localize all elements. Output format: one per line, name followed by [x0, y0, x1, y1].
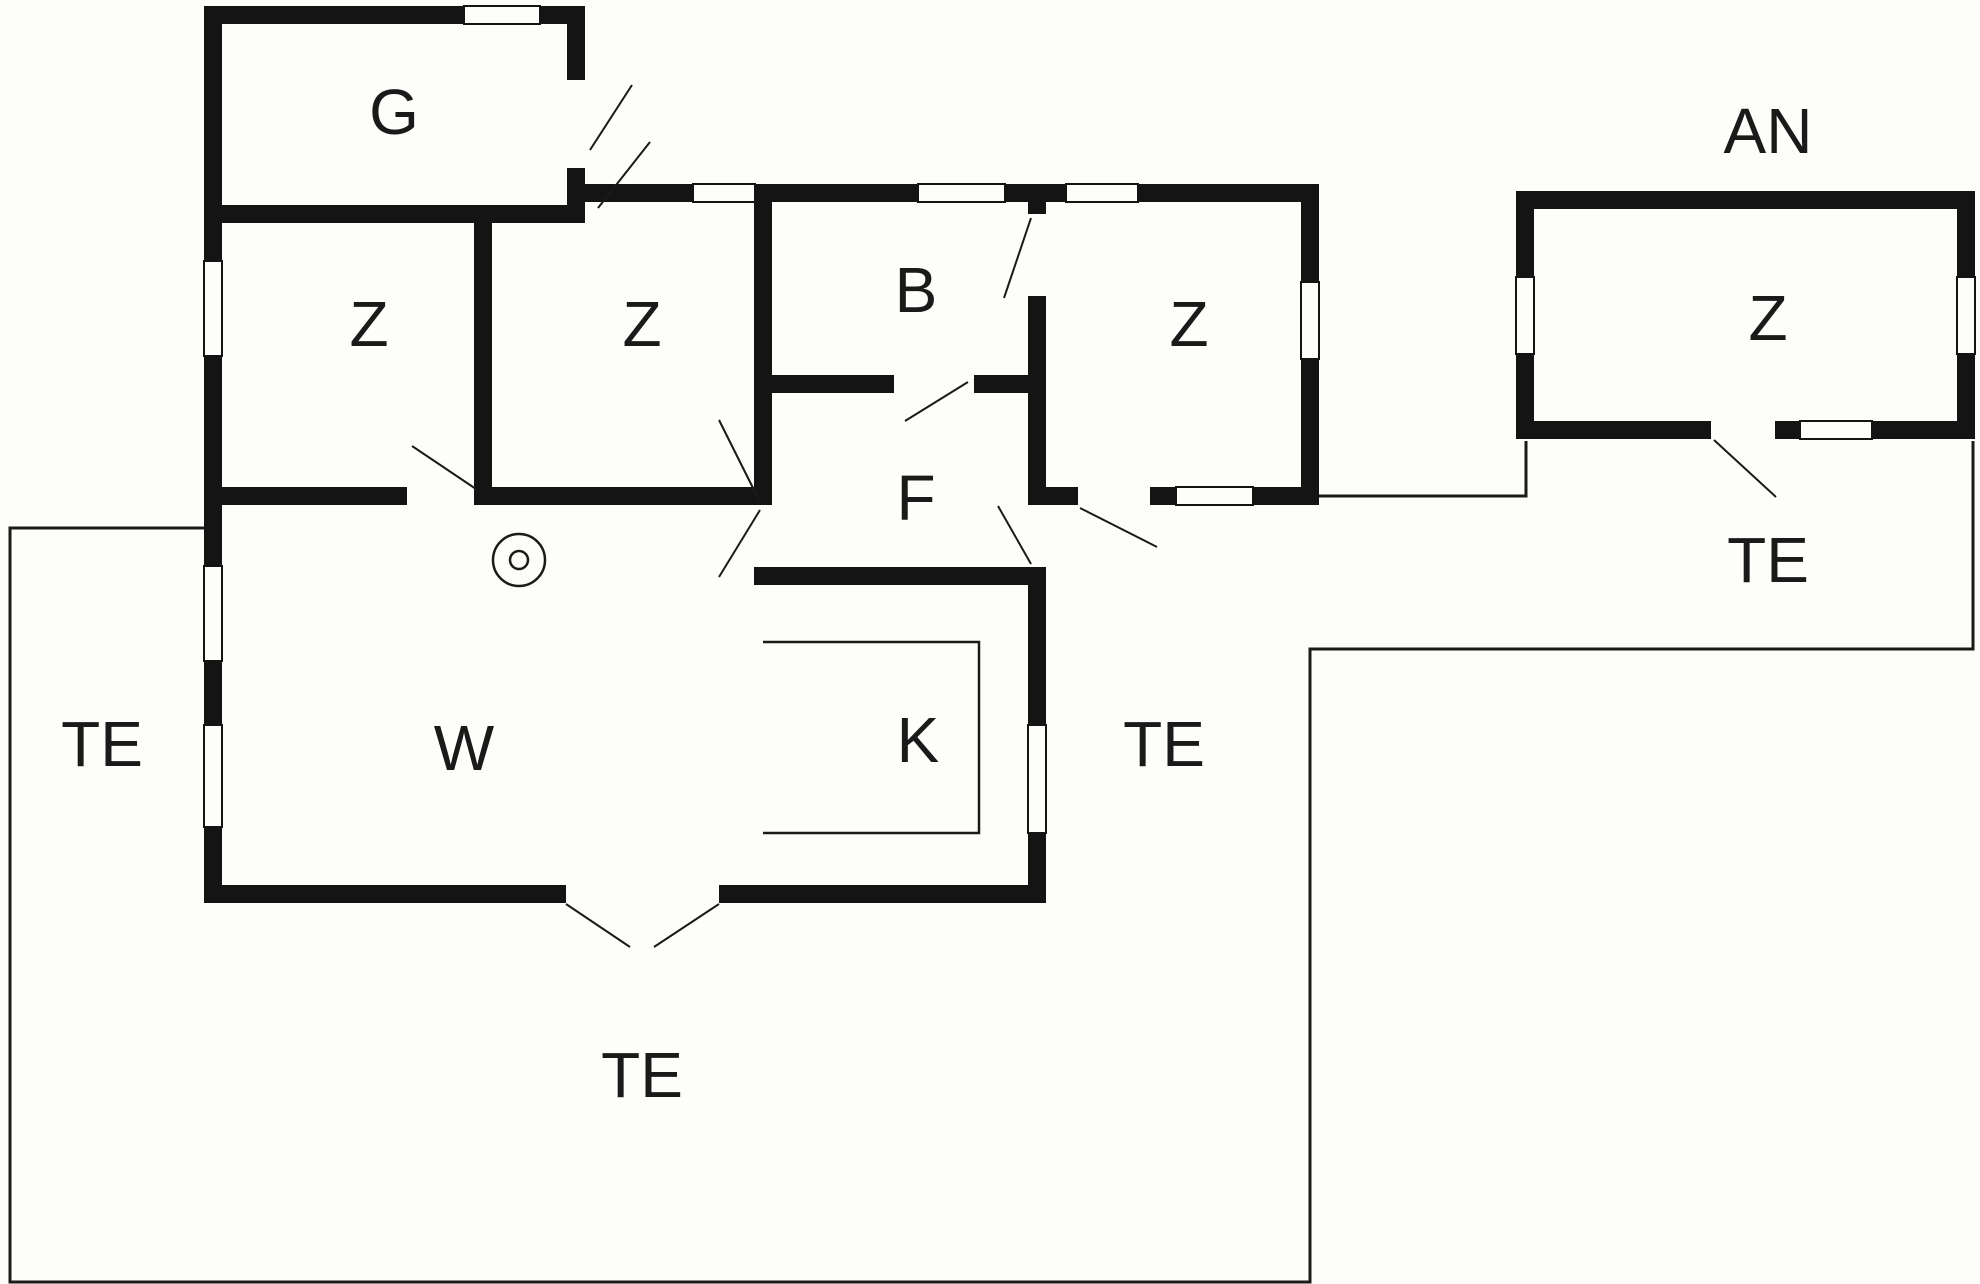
room-labels: G Z Z B Z F W K TE TE TE AN Z TE [61, 76, 1812, 1111]
door-openings [407, 80, 1775, 903]
wall-bedroom-right-bottom [1028, 487, 1319, 505]
label-garage: G [369, 76, 419, 148]
label-living-room: W [434, 712, 495, 784]
door-gap-living-hallway [754, 505, 772, 567]
window-living-west-lower [203, 724, 223, 828]
label-bedroom-middle: Z [622, 288, 661, 360]
label-bedroom-right: Z [1169, 288, 1208, 360]
door-swings [411, 84, 1777, 948]
door-gap-main-entrance [566, 885, 719, 903]
window-annex-right [1956, 276, 1976, 355]
window-bedroom-middle-top [692, 183, 756, 203]
door-swing-hallway-exterior [997, 505, 1032, 565]
label-annex-terrace: TE [1727, 524, 1809, 596]
window-bedroom-right-top [1065, 183, 1139, 203]
door-swing-living-hallway-upper [718, 419, 761, 503]
door-swing-bathroom [904, 381, 969, 422]
window-annex-bottom [1799, 420, 1873, 440]
terrace-boundary-main [8, 441, 1975, 1284]
door-swing-living-hallway-lower [718, 509, 761, 578]
terrace-outline [8, 441, 1975, 1284]
window-bathroom-top [917, 183, 1006, 203]
label-terrace-right: TE [1123, 708, 1205, 780]
door-gap-bathroom-bedroom [1028, 214, 1046, 296]
door-gap-bedroom-left [407, 487, 474, 505]
door-swing-bathroom-bedroom [1003, 217, 1032, 299]
window-bedroom-right-east [1300, 281, 1320, 360]
stove-symbol-inner [508, 549, 530, 571]
door-gap-hallway-exterior [1028, 505, 1046, 567]
door-gap-annex [1711, 421, 1775, 439]
fixtures [491, 532, 981, 835]
door-swing-entrance-left [565, 903, 631, 948]
wall-garage-bottom [204, 205, 585, 223]
window-bedroom-right-bottom [1175, 486, 1254, 506]
door-swing-entrance-right [653, 903, 720, 948]
door-gap-garage-right [567, 80, 585, 168]
terrace-boundary-annex-connector [1319, 441, 1528, 498]
annex-walls [1516, 191, 1975, 439]
door-swing-annex [1713, 439, 1777, 498]
door-swing-garage-1 [589, 84, 633, 151]
label-hallway: F [896, 462, 935, 534]
window-annex-left [1515, 276, 1535, 355]
window-garage-top [463, 5, 541, 25]
label-bedroom-left: Z [349, 288, 388, 360]
wall-hallway-bottom [754, 567, 1046, 585]
windows [203, 5, 1976, 834]
label-terrace-left: TE [61, 708, 143, 780]
label-bathroom: B [895, 254, 938, 326]
door-gap-bedroom-right-terrace [1078, 487, 1150, 505]
door-gap-bathroom [894, 375, 974, 393]
wall-house-left [204, 6, 222, 903]
stove-symbol-outer [491, 532, 547, 588]
window-bedroom-left-west [203, 260, 223, 357]
window-kitchen-east [1027, 724, 1047, 834]
kitchen-counter [763, 640, 981, 835]
label-annex-title: AN [1724, 95, 1813, 167]
door-swing-garage-2 [597, 141, 651, 209]
label-terrace-bottom: TE [601, 1039, 683, 1111]
label-kitchen: K [897, 704, 940, 776]
wall-living-top [204, 487, 772, 505]
window-living-west-upper [203, 565, 223, 662]
door-swing-bedroom-left [411, 445, 477, 490]
wall-bedrooms-divider [474, 205, 492, 487]
label-annex-room: Z [1748, 282, 1787, 354]
door-swing-bedroom-right-terrace [1079, 507, 1158, 548]
wall-annex-top [1516, 191, 1975, 209]
